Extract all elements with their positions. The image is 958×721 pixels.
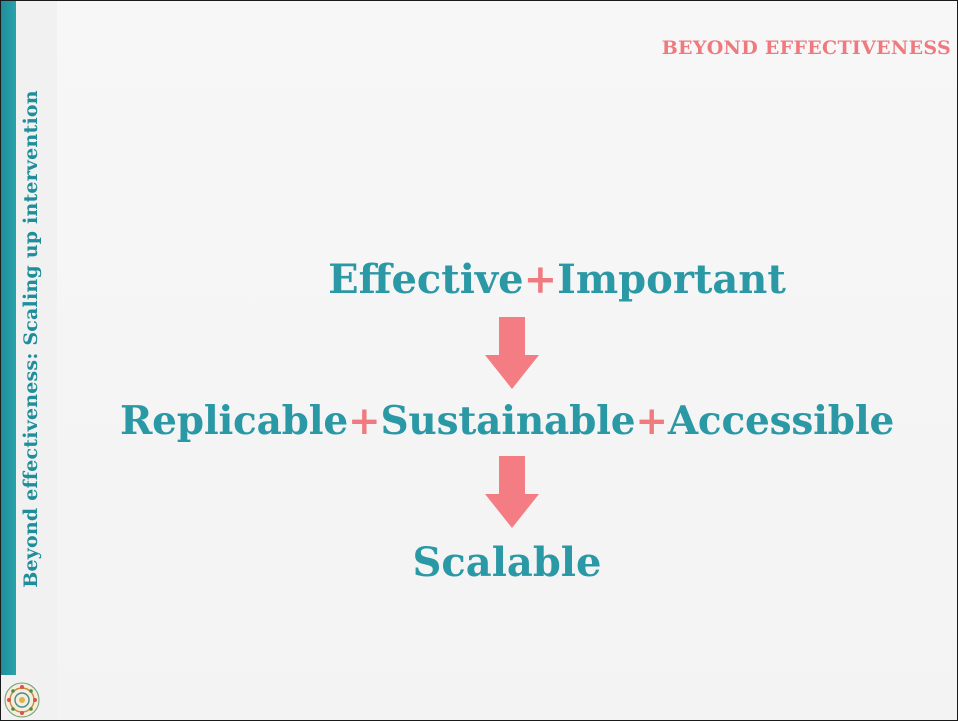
term-accessible: Accessible <box>667 398 895 444</box>
sidebar-accent-band <box>1 1 16 675</box>
sidebar-title-container: Beyond effectiveness: Scaling up interve… <box>11 11 51 667</box>
section-title: BEYOND EFFECTIVENESS <box>661 37 951 59</box>
term-replicable: Replicable <box>119 398 348 444</box>
sidebar-title: Beyond effectiveness: Scaling up interve… <box>20 90 43 588</box>
flow-step-effective-important: Effective+Important <box>57 256 957 303</box>
term-sustainable: Sustainable <box>380 398 636 444</box>
down-arrow-icon <box>485 456 539 528</box>
down-arrow-icon <box>485 317 539 389</box>
mandala-logo-icon <box>4 682 40 718</box>
sidebar: Beyond effectiveness: Scaling up interve… <box>1 1 57 720</box>
term-effective: Effective <box>328 256 524 303</box>
plus-sign: + <box>635 398 668 444</box>
plus-sign: + <box>347 398 381 444</box>
flow-step-scalable: Scalable <box>57 539 957 586</box>
term-scalable: Scalable <box>412 539 602 586</box>
term-important: Important <box>557 256 786 303</box>
plus-sign: + <box>523 256 558 303</box>
flow-step-replicable-sustainable-accessible: Replicable+Sustainable+Accessible <box>57 398 957 444</box>
